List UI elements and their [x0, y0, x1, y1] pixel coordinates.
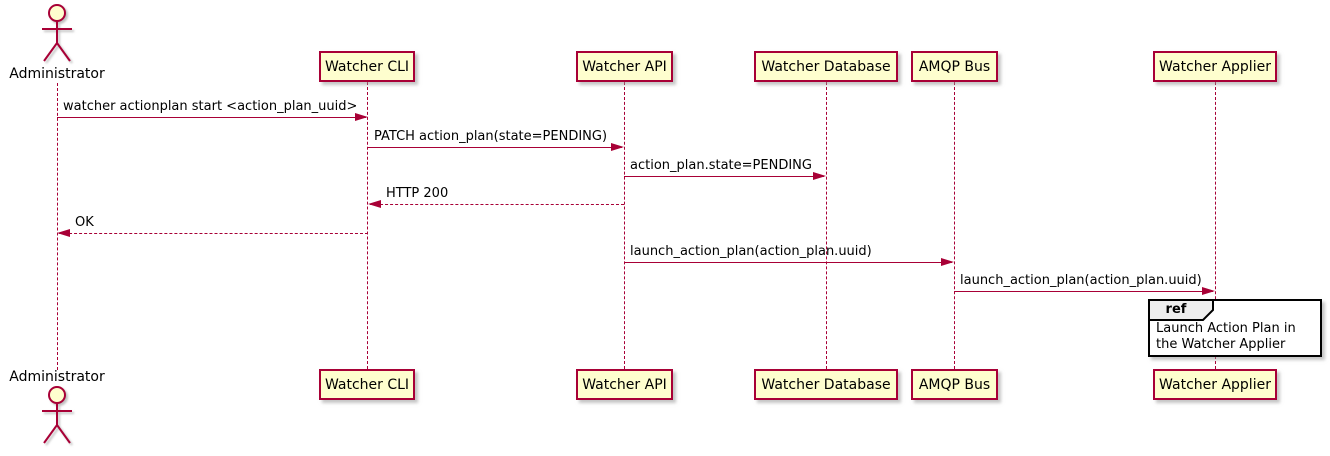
message-label: launch_action_plan(action_plan.uuid) [960, 273, 1202, 288]
participant-watcher-database-bottom: Watcher Database [754, 369, 898, 400]
ref-keyword: ref [1165, 302, 1187, 317]
arrowhead-right-icon [355, 113, 368, 121]
participant-watcher-api-bottom: Watcher API [576, 369, 673, 400]
actor-icon [42, 4, 72, 62]
actor-label-top: Administrator [9, 66, 105, 82]
participant-watcher-applier-top: Watcher Applier [1153, 51, 1277, 82]
message-line-return [370, 204, 624, 205]
lifeline-watcher-cli [367, 82, 368, 369]
ref-text: Launch Action Plan in the Watcher Applie… [1156, 321, 1296, 352]
actor-label-bottom: Administrator [9, 369, 105, 385]
ref-header-pentagon-icon [1148, 299, 1214, 321]
participant-amqp-bus-bottom: AMQP Bus [911, 369, 998, 400]
message-label: OK [75, 215, 94, 230]
arrowhead-right-icon [1202, 287, 1215, 295]
arrowhead-right-icon [941, 258, 954, 266]
message-line [368, 147, 622, 148]
arrowhead-left-icon [368, 200, 381, 208]
message-line [57, 117, 366, 118]
lifeline-amqp-bus [954, 82, 955, 369]
lifeline-watcher-database [826, 82, 827, 369]
message-line [624, 176, 824, 177]
participant-watcher-cli-top: Watcher CLI [319, 51, 415, 82]
message-label: launch_action_plan(action_plan.uuid) [630, 244, 872, 259]
lifeline-watcher-api [624, 82, 625, 369]
participant-watcher-database-top: Watcher Database [754, 51, 898, 82]
ref-fragment: ref Launch Action Plan in the Watcher Ap… [1148, 299, 1322, 357]
message-label: action_plan.state=PENDING [630, 158, 812, 173]
message-label: PATCH action_plan(state=PENDING) [374, 129, 608, 144]
arrowhead-left-icon [57, 229, 70, 237]
arrowhead-right-icon [611, 143, 624, 151]
participant-watcher-cli-bottom: Watcher CLI [319, 369, 415, 400]
lifeline-watcher-applier [1215, 82, 1216, 369]
message-label: watcher actionplan start <action_plan_uu… [63, 99, 358, 114]
arrowhead-right-icon [813, 172, 826, 180]
participant-watcher-api-top: Watcher API [576, 51, 673, 82]
message-line [624, 262, 952, 263]
lifeline-administrator [57, 83, 58, 370]
actor-icon [42, 386, 72, 444]
message-label: HTTP 200 [386, 186, 449, 201]
message-line [954, 291, 1213, 292]
participant-watcher-applier-bottom: Watcher Applier [1153, 369, 1277, 400]
message-line-return [59, 233, 368, 234]
participant-amqp-bus-top: AMQP Bus [911, 51, 998, 82]
